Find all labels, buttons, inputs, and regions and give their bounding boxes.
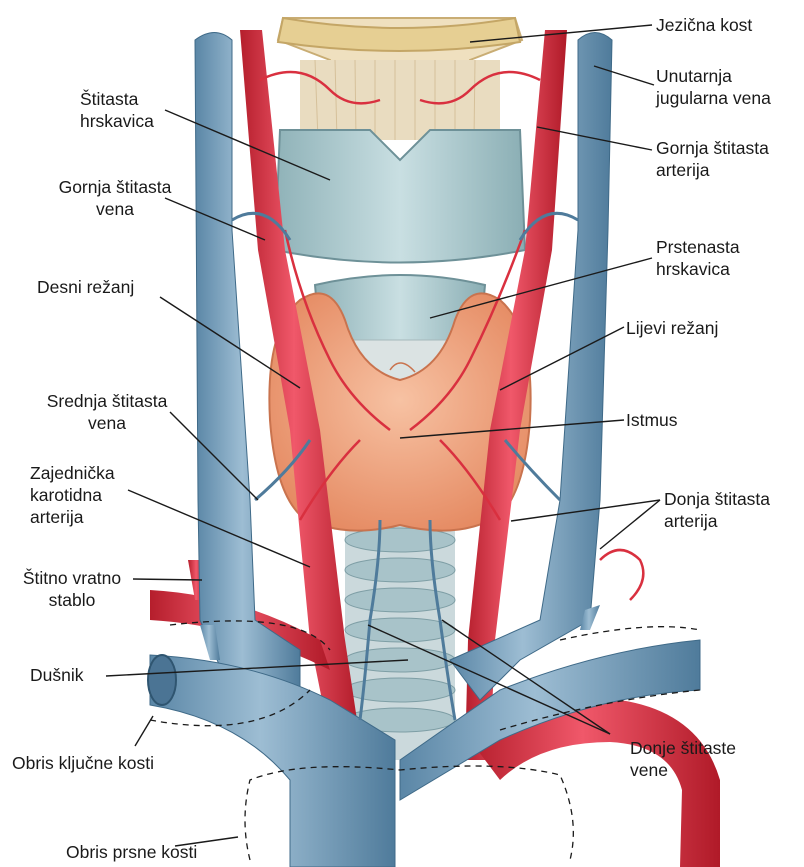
label-thyrocervical-trunk: Štitno vratno stablo <box>6 567 138 611</box>
label-common-carotid-artery: Zajednička karotidna arterija <box>30 462 115 528</box>
label-line: hrskavica <box>656 258 740 280</box>
label-line: vena <box>22 412 192 434</box>
label-line: stablo <box>6 589 138 611</box>
label-line: Gornja štitasta <box>30 176 200 198</box>
label-line: Gornja štitasta <box>656 137 769 159</box>
label-line: Donje štitaste <box>630 737 736 759</box>
label-inferior-thyroid-veins: Donje štitaste vene <box>630 737 736 781</box>
label-superior-thyroid-vein: Gornja štitasta vena <box>30 176 200 220</box>
label-line: vene <box>630 759 736 781</box>
label-line: Donja štitasta <box>664 488 770 510</box>
label-cricoid-cartilage: Prstenasta hrskavica <box>656 236 740 280</box>
vein-cut-end <box>148 655 176 705</box>
label-right-lobe: Desni režanj <box>37 276 134 298</box>
label-superior-thyroid-artery: Gornja štitasta arterija <box>656 137 769 181</box>
label-line: Srednja štitasta <box>22 390 192 412</box>
label-middle-thyroid-vein: Srednja štitasta vena <box>22 390 192 434</box>
label-hyoid-bone: Jezična kost <box>656 14 752 36</box>
label-trachea: Dušnik <box>30 664 84 686</box>
label-line: arterija <box>30 506 115 528</box>
label-line: Štitasta <box>80 88 154 110</box>
label-internal-jugular-vein: Unutarnja jugularna vena <box>656 65 771 109</box>
label-sternum-outline: Obris prsne kosti <box>66 841 197 863</box>
label-line: Štitno vratno <box>6 567 138 589</box>
label-line: jugularna vena <box>656 87 771 109</box>
label-isthmus: Istmus <box>626 409 678 431</box>
label-inferior-thyroid-artery: Donja štitasta arterija <box>664 488 770 532</box>
label-line: arterija <box>664 510 770 532</box>
label-line: Unutarnja <box>656 65 771 87</box>
label-line: vena <box>30 198 200 220</box>
label-line: Zajednička <box>30 462 115 484</box>
label-line: arterija <box>656 159 769 181</box>
thyroid-cartilage-shape <box>275 130 525 263</box>
label-line: hrskavica <box>80 110 154 132</box>
label-line: karotidna <box>30 484 115 506</box>
label-left-lobe: Lijevi režanj <box>626 317 718 339</box>
label-line: Prstenasta <box>656 236 740 258</box>
label-clavicle-outline: Obris ključne kosti <box>12 752 154 774</box>
label-thyroid-cartilage: Štitasta hrskavica <box>80 88 154 132</box>
